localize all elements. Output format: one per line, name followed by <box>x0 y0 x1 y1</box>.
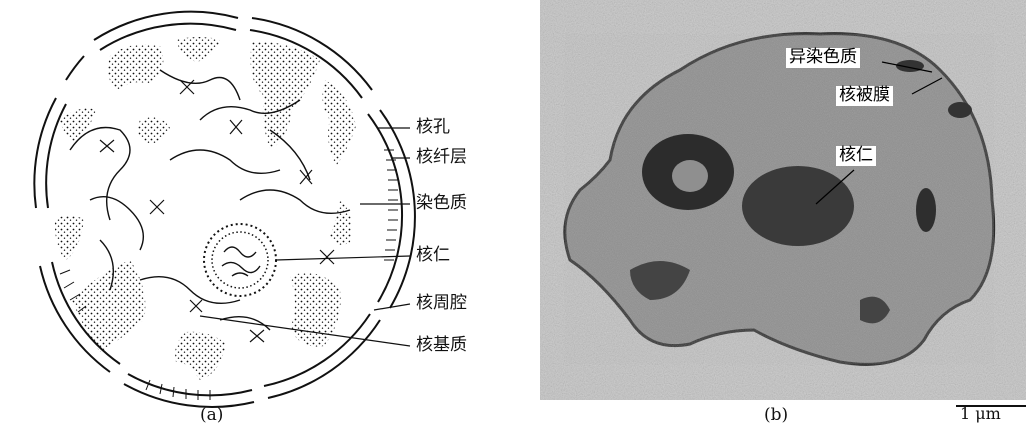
label-nuclear-matrix: 核基质 <box>416 337 467 354</box>
nucleus-schematic-drawing <box>0 0 540 430</box>
nucleolus-right <box>742 166 854 246</box>
label-perinuclear-space: 核周腔 <box>416 295 467 312</box>
label-chromatin: 染色质 <box>416 195 467 212</box>
nucleolus-drawing <box>204 224 276 296</box>
electron-micrograph-image <box>540 0 1026 430</box>
nucleus-schematic-panel: 核孔 核纤层 染色质 核仁 核周腔 核基质 (a) <box>0 0 540 430</box>
scale-bar-label: 1 μm <box>960 404 1001 423</box>
label-nuclear-lamina: 核纤层 <box>416 149 467 166</box>
label-nucleolus-em: 核仁 <box>836 146 876 166</box>
electron-micrograph-panel: 异染色质 核被膜 核仁 1 μm (b) <box>540 0 1026 430</box>
label-nuclear-envelope: 核被膜 <box>836 86 893 106</box>
caption-a: (a) <box>200 405 223 425</box>
label-heterochromatin: 异染色质 <box>786 48 860 68</box>
caption-b: (b) <box>764 405 788 425</box>
label-nucleolus: 核仁 <box>416 247 450 264</box>
label-nuclear-pore: 核孔 <box>416 119 450 136</box>
